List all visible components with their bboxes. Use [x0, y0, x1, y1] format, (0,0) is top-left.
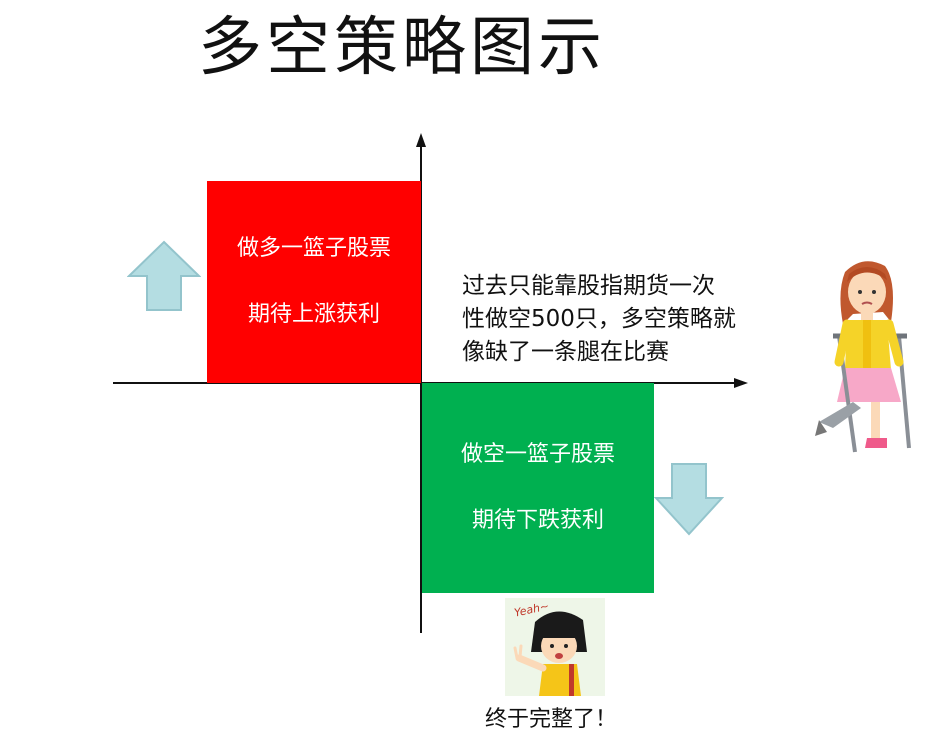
note-line3: 像缺了一条腿在比赛 — [462, 339, 669, 365]
short-box-line2: 期待下跌获利 — [471, 508, 604, 533]
y-axis-arrowhead — [416, 133, 426, 147]
note-line1: 过去只能靠股指期货一次 — [462, 273, 715, 299]
long-basket-box: 做多一篮子股票 期待上涨获利 — [207, 181, 421, 383]
page-title: 多空策略图示 — [198, 11, 606, 85]
up-arrow-icon — [127, 240, 201, 311]
crutch-girl-illustration — [815, 261, 911, 453]
note-line2: 性做空500只，多空策略就 — [462, 306, 736, 332]
maruko-illustration — [505, 598, 605, 696]
x-axis-arrowhead — [734, 378, 748, 388]
short-box-line1: 做空一篮子股票 — [460, 442, 615, 467]
long-box-line1: 做多一篮子股票 — [236, 236, 391, 261]
down-arrow-icon — [654, 463, 724, 536]
short-basket-box: 做空一篮子股票 期待下跌获利 — [422, 383, 654, 593]
caption: 终于完整了！ — [485, 707, 618, 732]
long-box-line2: 期待上涨获利 — [247, 302, 380, 327]
note-text: 过去只能靠股指期货一次 性做空500只，多空策略就 像缺了一条腿在比赛 — [462, 270, 792, 369]
